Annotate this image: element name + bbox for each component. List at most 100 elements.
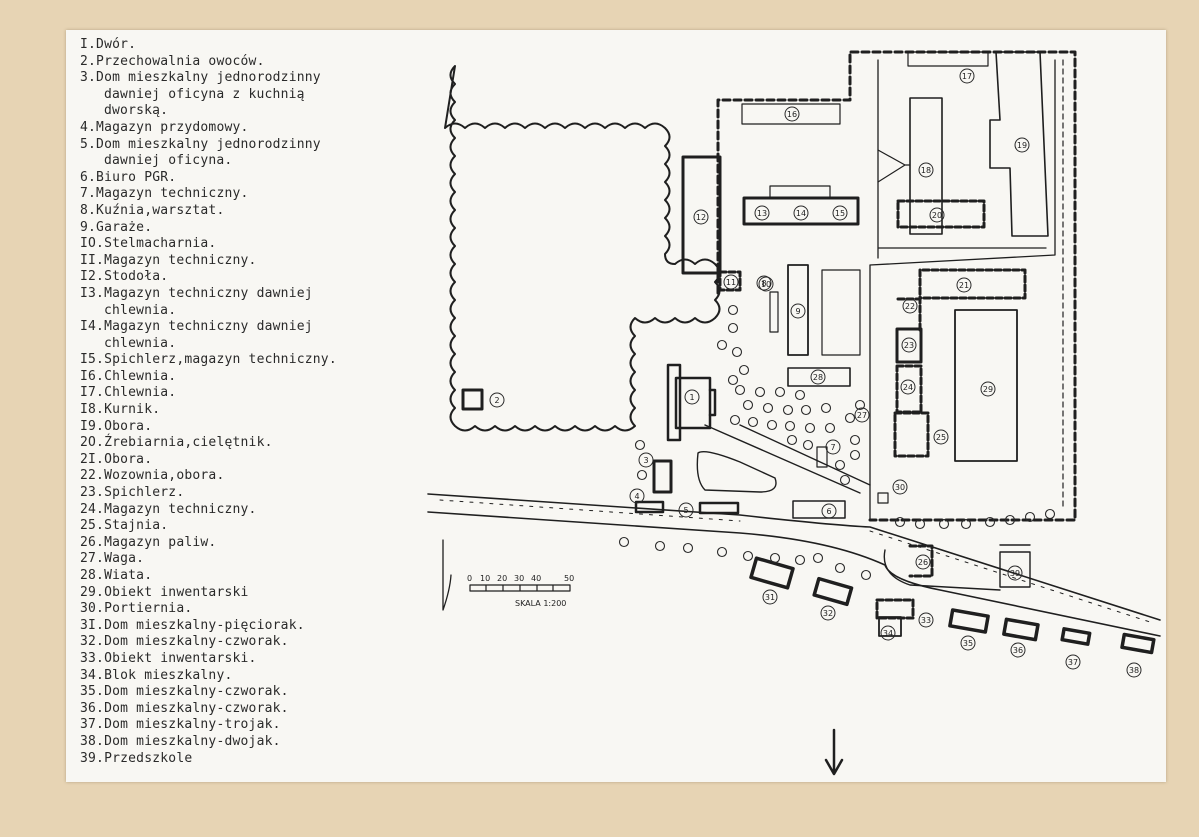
legend-item: 2I.Obora. [80,452,420,469]
legend-item-text: I7.Chlewnia. [80,385,177,401]
building-number-label: 13 [754,205,770,221]
legend-item: 39.Przedszkole [80,751,420,768]
building-number-label: 31 [762,589,778,605]
building-number-text: 21 [959,281,969,290]
tree-icon [738,364,750,376]
tree-icon [960,518,972,530]
tree-icon [849,449,861,461]
tree-icon [812,552,824,564]
tree-icon [774,386,786,398]
yard-road [869,59,1056,521]
main-road-south-edge [427,511,1161,637]
building-number-label: 20 [929,207,945,223]
legend-item-text: 36.Dom mieszkalny-czworak. [80,700,289,716]
legend-item: 30.Portiernia. [80,601,420,618]
building-number-text: 25 [936,433,946,442]
scale-tick-label: 30 [514,574,524,583]
building-number-label: 38 [1126,662,1142,678]
legend-item: 7.Magazyn techniczny. [80,186,420,203]
legend-item-text: 2.Przechowalnia owoców. [80,53,265,69]
building-2 [461,388,484,411]
building-number-label: 9 [790,303,806,319]
legend-item-text: 9.Garaże. [80,219,153,235]
legend-item: 2O.Źrebiarnia,cielętnik. [80,435,420,452]
building-number-text: 29 [983,385,993,394]
building-number-text: 34 [883,629,893,638]
building-number-text: 37 [1068,658,1078,667]
building-11 [718,270,742,292]
building-number-text: 14 [796,209,806,218]
tree-icon [794,389,806,401]
tree-icon [762,402,774,414]
tree-icon [804,422,816,434]
building-number-text: 30 [895,483,905,492]
legend-item: 9.Garaże. [80,220,420,237]
tree-icon [914,518,926,530]
estate-boundary [716,50,1077,522]
legend-item-text: 28.Wiata. [80,568,153,583]
building-number-label: 11 [723,274,739,290]
building-25 [893,411,930,458]
tree-icon [734,384,746,396]
building-number-label: 21 [956,277,972,293]
building-number-label: 25 [933,429,949,445]
building-number-label: 32 [820,605,836,621]
tree-icon [742,550,754,562]
building-number-text: 38 [1129,666,1139,675]
legend-item-text: I9.Obora. [80,418,153,434]
tree-icon [654,540,666,552]
paper-sheet [66,30,1166,782]
legend-item: 37.Dom mieszkalny-trojak. [80,717,420,734]
tree-icon [1044,508,1056,520]
legend-item-text: 3I.Dom mieszkalny-pięciorak. [80,617,305,633]
legend-item-text: I6.Chlewnia. [80,368,177,384]
legend-item-text: 25.Stajnia. [80,518,169,534]
legend-item: 24.Magazyn techniczny. [80,502,420,519]
building-number-label: 15 [832,205,848,221]
building-31 [749,556,795,590]
building-4 [634,500,665,514]
building-21-22 [896,268,1027,334]
legend-item-text: 32.Dom mieszkalny-czworak. [80,634,289,650]
scale-tick-label: 10 [480,574,490,583]
tree-icon [754,386,766,398]
legend-item-text: I4.Magazyn techniczny dawniej [80,319,313,335]
scale-text-group: 0 10 20 30 40 50 SKALA 1:200 [467,574,574,608]
buildings-13-15 [742,196,860,226]
building-16 [741,103,841,125]
building-number-text: 26 [918,558,928,567]
building-number-label: 34 [880,625,896,641]
building-number-label: 24 [900,379,916,395]
tree-icon [1024,511,1036,523]
scale-label: SKALA 1:200 [515,599,566,608]
legend-item-text: 30.Portiernia. [80,601,193,617]
legend-item-text: 27.Waga. [80,551,145,567]
building-number-text: 3 [643,456,648,465]
yard-road-branch [877,149,911,183]
legend-item-text: 33.Obiekt inwentarski. [80,650,257,666]
building-3 [652,459,673,494]
building-number-label: 19 [1014,137,1030,153]
building-number-text: 22 [905,302,915,311]
tree-icon [839,474,851,486]
legend-item-text: 37.Dom mieszkalny-trojak. [80,717,281,733]
building-number-text: 32 [823,609,833,618]
building-23 [895,327,923,364]
building-number-text: 2 [494,396,499,405]
tree-icon [984,516,996,528]
legend-item-text: 26.Magazyn paliw. [80,534,217,550]
building-number-label: 3 [638,452,654,468]
tree-icon [727,304,739,316]
legend-item-text: I5.Spichlerz,magazyn techniczny. [80,352,337,368]
building-number-text: 1 [689,393,694,402]
tree-icon [636,469,648,481]
north-arrow-left [442,539,452,611]
building-number-text: 17 [962,72,972,81]
tree-group [618,304,1056,581]
building-number-label: 35 [960,635,976,651]
building-number-text: 39 [1010,569,1020,578]
building-number-label: 2 [489,392,505,408]
building-number-label: 1 [684,389,700,405]
